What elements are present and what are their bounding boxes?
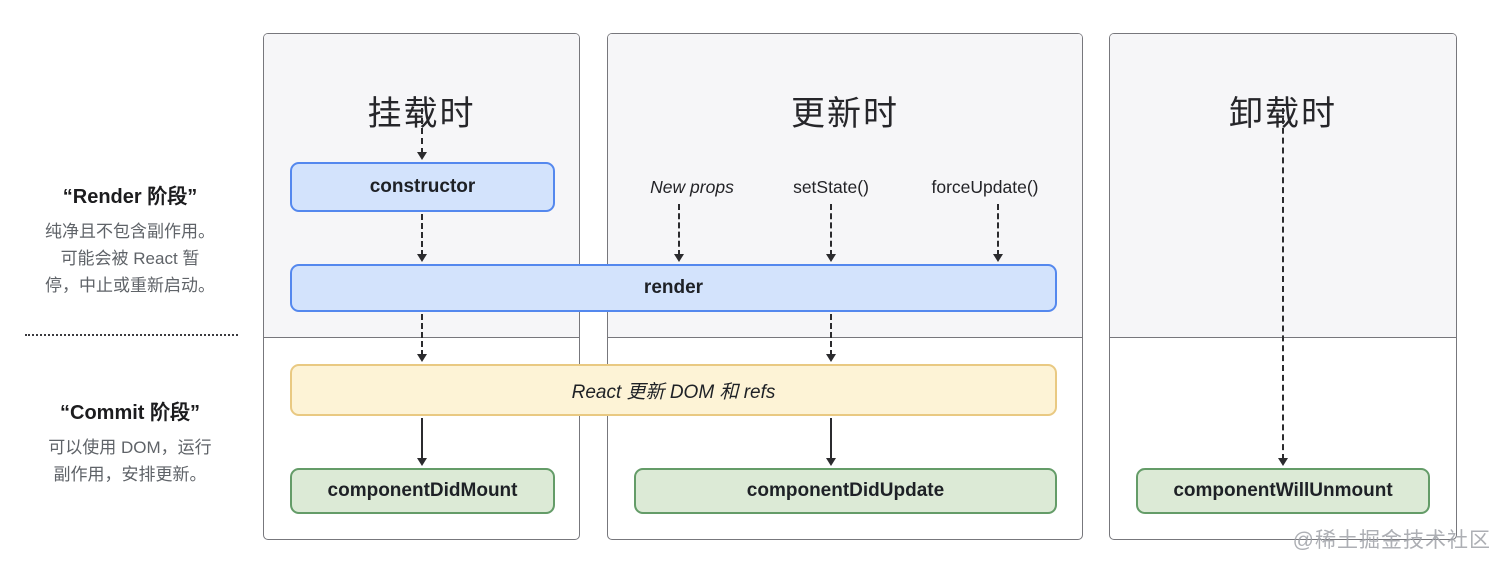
constructor-box: constructor xyxy=(290,162,555,212)
arrow-forceupdate-to-render xyxy=(993,204,1003,262)
react-dom-refs-update-box: React 更新 DOM 和 refs xyxy=(290,364,1057,416)
commit-phase-description-line: 可以使用 DOM，运行 xyxy=(48,438,212,457)
phase-divider-dotted-line xyxy=(25,334,238,336)
render-box: render xyxy=(290,264,1057,312)
render-phase-title: “Render 阶段” xyxy=(62,186,198,208)
render-phase-description-line: 纯净且不包含副作用。 xyxy=(45,222,215,241)
component-will-unmount-box: componentWillUnmount xyxy=(1136,468,1430,514)
arrow-new-props-to-render xyxy=(674,204,684,262)
juejin-watermark: @稀土掘金技术社区 xyxy=(1292,529,1491,552)
render-phase-description-line: 可能会被 React 暂 xyxy=(60,249,200,268)
arrow-dom-update-to-did-update xyxy=(826,418,836,466)
component-did-update-box: componentDidUpdate xyxy=(634,468,1057,514)
commit-phase-label: “Commit 阶段” 可以使用 DOM，运行 副作用，安排更新。 xyxy=(18,396,242,488)
component-did-mount-box: componentDidMount xyxy=(290,468,555,514)
arrow-unmount-to-will-unmount xyxy=(1278,108,1288,466)
panel-mounting-title: 挂载时 xyxy=(367,95,476,133)
arrow-dom-update-to-did-mount xyxy=(417,418,427,466)
commit-phase-description-line: 副作用，安排更新。 xyxy=(53,465,207,484)
trigger-label-forceupdate: forceUpdate() xyxy=(931,177,1039,197)
panel-updating-title: 更新时 xyxy=(791,95,899,133)
commit-phase-title: “Commit 阶段” xyxy=(60,402,200,424)
arrow-render-to-dom-update-mount xyxy=(417,314,427,362)
arrow-setstate-to-render xyxy=(826,204,836,262)
trigger-label-new-props: New props xyxy=(650,177,734,197)
render-phase-description-line: 停，中止或重新启动。 xyxy=(45,276,215,295)
arrow-render-to-dom-update-update xyxy=(826,314,836,362)
arrow-mount-to-constructor xyxy=(417,108,427,160)
arrow-constructor-to-render xyxy=(417,214,427,262)
trigger-label-setstate: setState() xyxy=(793,177,869,197)
render-phase-label: “Render 阶段” 纯净且不包含副作用。 可能会被 React 暂 停，中止… xyxy=(18,180,242,299)
